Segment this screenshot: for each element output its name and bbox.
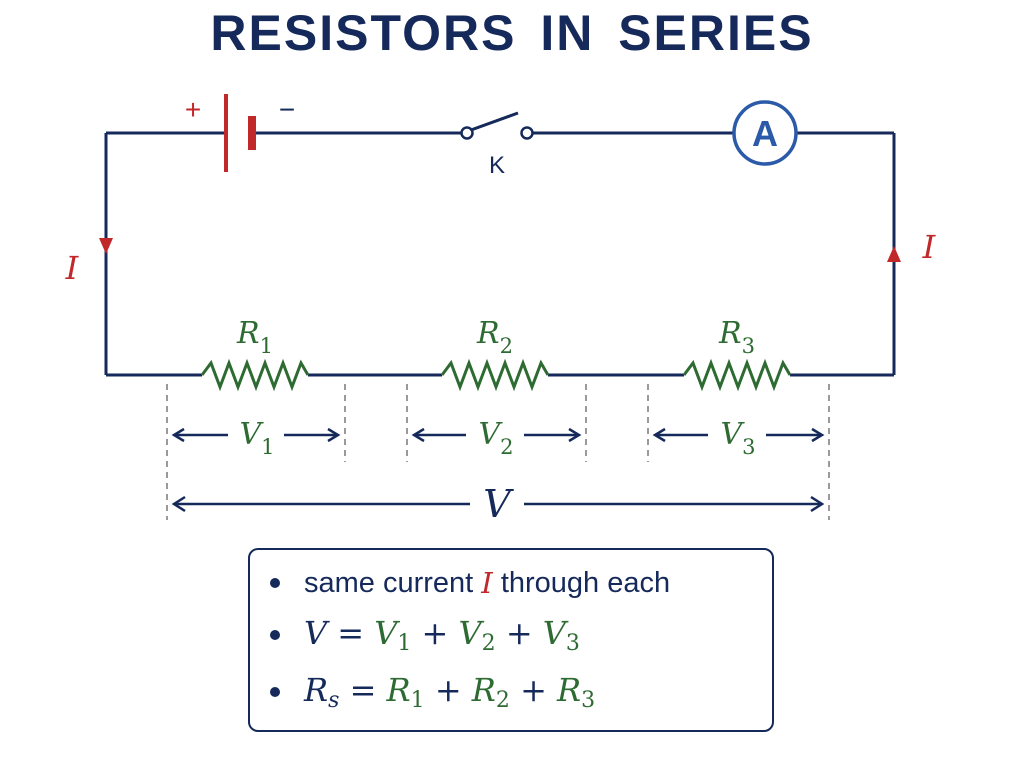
resistors — [200, 358, 792, 392]
voltage-label-v3: V3 — [720, 417, 755, 459]
v2-arrow-right-head — [568, 427, 582, 443]
summary-line-voltage: V = V1 + V2 + V3 — [270, 614, 580, 656]
v-total-arrow-right-head — [810, 495, 825, 513]
resistor-r1 — [200, 358, 310, 392]
voltage-label-total: V — [483, 482, 514, 526]
resistance-equation: Rs = R1 + R2 + R3 — [304, 671, 596, 713]
battery-minus-sign: − — [279, 94, 295, 125]
resistor-label-r1: R1 — [236, 316, 273, 358]
summary-line-resistance: Rs = R1 + R2 + R3 — [270, 671, 595, 713]
dashed-guides — [166, 384, 830, 520]
current-arrow-up — [887, 246, 901, 262]
ammeter-circle — [732, 100, 798, 166]
switch-label: K — [489, 152, 505, 179]
current-label-right: I — [922, 228, 937, 266]
current-arrow-down — [99, 238, 113, 254]
voltage-equation: V = V1 + V2 + V3 — [304, 614, 580, 656]
resistor-label-r3: R3 — [718, 316, 755, 358]
ammeter: A — [732, 100, 798, 166]
summary-text-before: same current — [304, 566, 482, 599]
summary-line-current: same current I through each — [270, 566, 670, 600]
battery: + − — [185, 94, 295, 172]
bullet — [270, 578, 280, 588]
battery-plus-sign: + — [185, 94, 201, 125]
switch-lever — [470, 111, 519, 132]
v3-arrow-left-head — [652, 427, 666, 443]
summary-text-after: through each — [492, 566, 671, 599]
circuit-diagram: + − K A I I R1 R2 R3 — [65, 94, 937, 526]
voltage-label-v2: V2 — [478, 417, 513, 459]
summary-box: same current I through each V = V1 + V2 … — [248, 548, 774, 732]
switch-left-terminal — [460, 126, 474, 140]
v-total-arrow-left-head — [171, 495, 186, 513]
voltage-arrows — [171, 427, 825, 513]
ammeter-label: A — [752, 113, 778, 154]
page-title: RESISTORS IN SERIES — [210, 5, 814, 61]
bullet — [270, 630, 280, 640]
resistor-label-r2: R2 — [476, 316, 513, 358]
switch-k: K — [460, 111, 534, 179]
resistor-r3 — [682, 358, 792, 392]
bullet — [270, 687, 280, 697]
v1-arrow-right-head — [327, 427, 341, 443]
v2-arrow-left-head — [411, 427, 425, 443]
resistor-r2 — [440, 358, 550, 392]
v3-arrow-right-head — [811, 427, 825, 443]
summary-current-symbol: I — [481, 566, 493, 600]
voltage-label-v1: V1 — [239, 417, 274, 459]
switch-right-terminal — [520, 126, 534, 140]
v1-arrow-left-head — [171, 427, 185, 443]
current-label-left: I — [65, 249, 80, 287]
